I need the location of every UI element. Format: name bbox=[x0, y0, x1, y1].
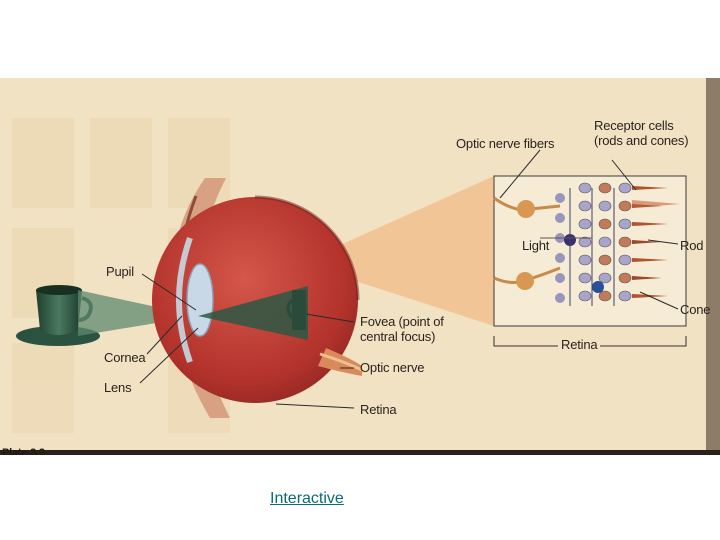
cornea bbox=[176, 236, 193, 364]
label-pupil: Pupil bbox=[106, 264, 134, 279]
eye-diagram-artwork bbox=[0, 78, 720, 455]
label-receptor-cells: Receptor cells (rods and cones) bbox=[594, 118, 689, 148]
eyeball bbox=[152, 197, 358, 403]
label-rod: Rod bbox=[680, 238, 704, 253]
label-optic-nerve-fibers: Optic nerve fibers bbox=[456, 136, 555, 151]
retina-inset bbox=[493, 175, 687, 327]
plate-label: Plate 3.2 bbox=[2, 447, 45, 455]
label-light: Light bbox=[522, 238, 550, 253]
incoming-beam bbox=[78, 290, 198, 336]
retinal-image-icon bbox=[286, 290, 306, 330]
interactive-link[interactable]: Interactive bbox=[270, 490, 344, 507]
label-optic-nerve: Optic nerve bbox=[360, 360, 425, 375]
image-beam bbox=[198, 286, 308, 340]
leader-lines bbox=[139, 149, 679, 409]
lens bbox=[186, 263, 214, 337]
label-lens: Lens bbox=[104, 380, 132, 395]
label-fovea: Fovea (point of central focus) bbox=[360, 314, 444, 344]
label-cone: Cone bbox=[680, 302, 711, 317]
label-retina: Retina bbox=[360, 402, 397, 417]
label-cornea: Cornea bbox=[104, 350, 146, 365]
magnification-beam bbox=[300, 176, 494, 326]
label-retina-inset: Retina bbox=[558, 337, 601, 352]
eye-diagram: Pupil Cornea Lens Fovea (point of centra… bbox=[0, 78, 720, 455]
